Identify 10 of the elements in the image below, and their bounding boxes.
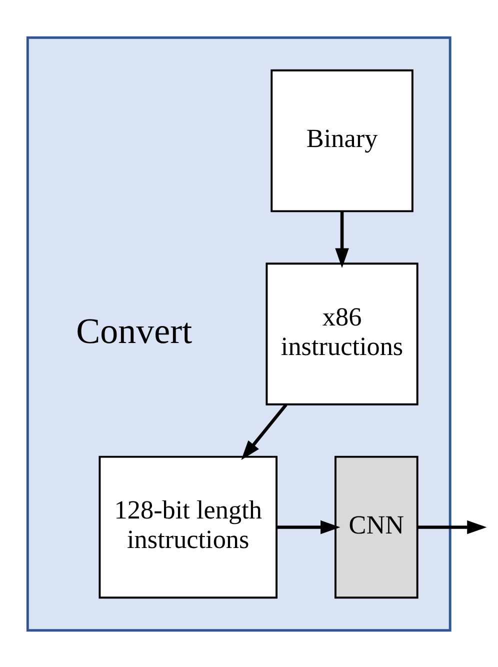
cluster [26,36,452,632]
node-box: Binary [270,68,414,212]
arrow [277,520,340,534]
arrow [241,403,288,460]
node-box: CNN [334,455,418,598]
arrow [418,520,487,534]
node-box: 128-bit length instructions [98,455,278,598]
arrow [335,211,349,268]
node-box: x86 instructions [266,262,418,405]
label: Convert [76,310,192,351]
